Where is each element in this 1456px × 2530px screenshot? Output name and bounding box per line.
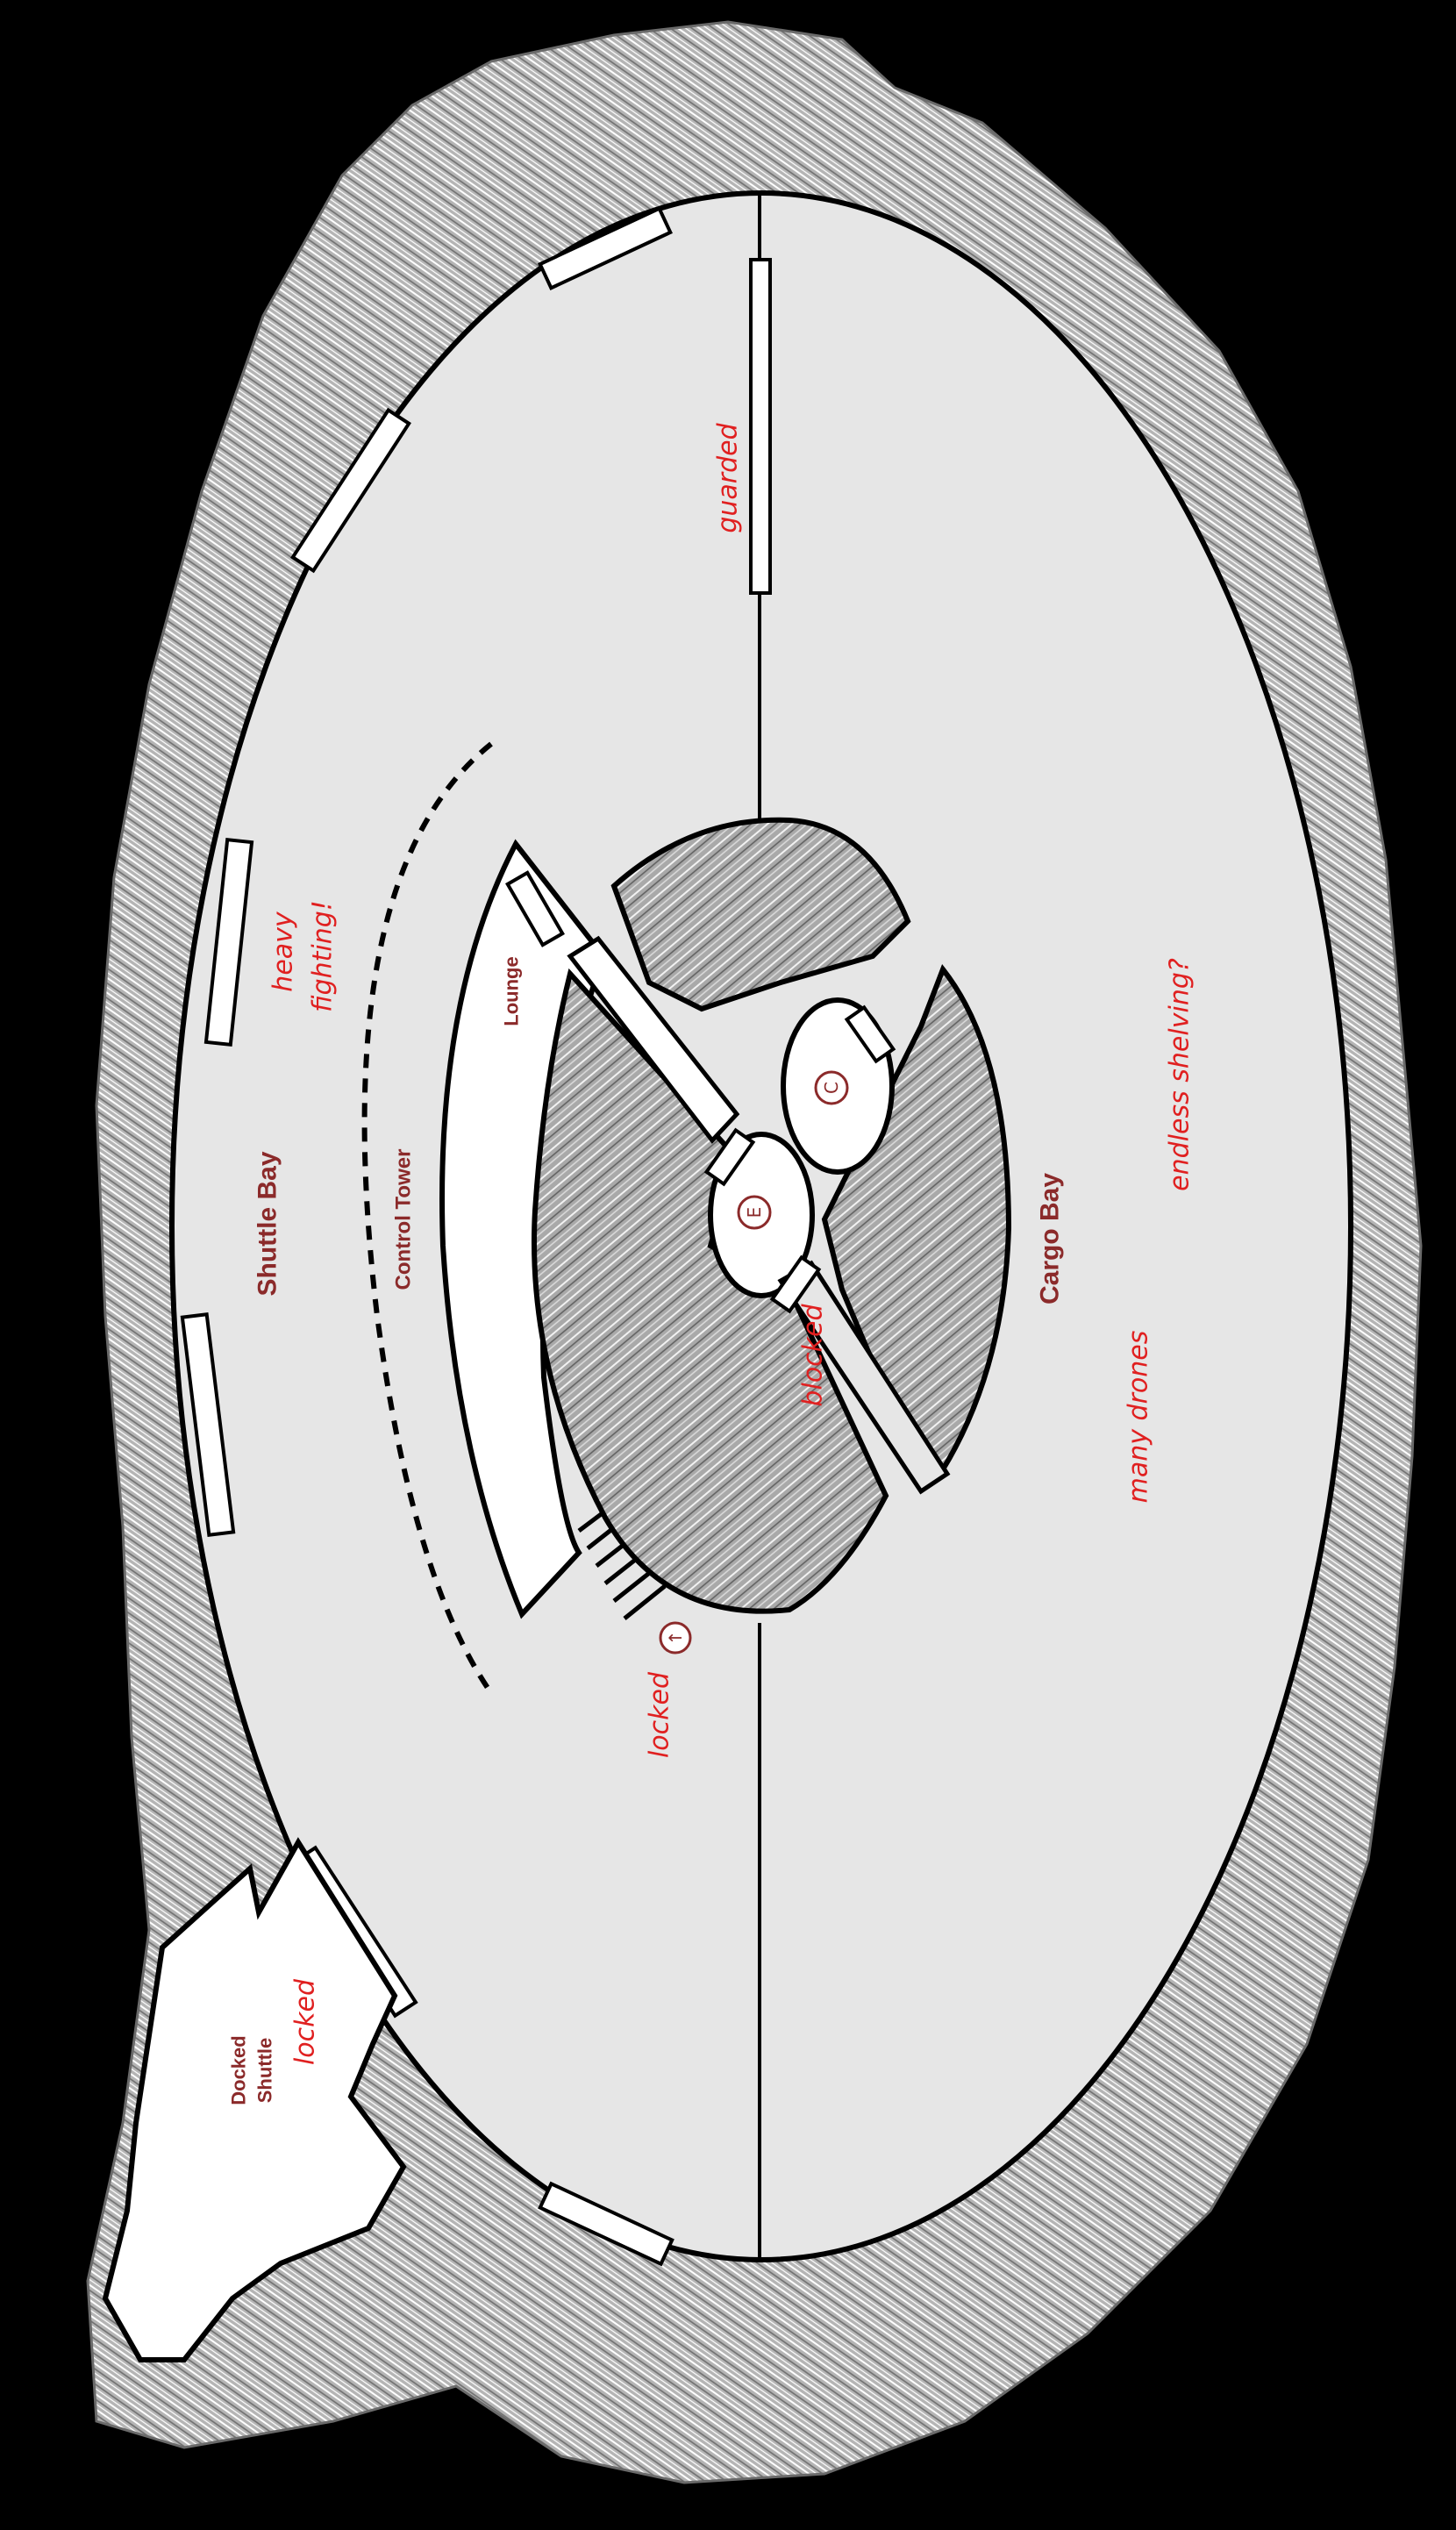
hub-right	[821, 964, 1012, 1475]
hub-top	[610, 817, 911, 1012]
heavy-fighting-note-line2: fighting!	[308, 900, 339, 1012]
heavy-fighting-note-line1: heavy	[268, 911, 299, 992]
elevator-door	[703, 1127, 756, 1187]
stairs-up-marker	[659, 1621, 692, 1655]
blocked-note: blocked	[798, 1303, 829, 1406]
control-tower-boundary	[361, 741, 494, 1695]
elevator-marker	[737, 1195, 772, 1230]
lounge-label: Lounge	[501, 956, 523, 1026]
docked-shuttle	[102, 1837, 407, 2362]
stairs-up-arrow: ↑	[665, 1631, 686, 1646]
guarded-door	[749, 258, 772, 595]
docked-shuttle-label-line1: Docked	[228, 2035, 250, 2105]
lounge-door	[505, 870, 565, 947]
blocked-door	[769, 1254, 822, 1314]
shuttle-bay-label: Shuttle Bay	[253, 1151, 282, 1296]
center-marker	[814, 1070, 849, 1105]
endless-shelving-note: endless shelving?	[1165, 958, 1195, 1191]
center-marker-letter: C	[821, 1082, 842, 1094]
cargo-bay-label: Cargo Bay	[1036, 1173, 1065, 1304]
corridor	[567, 935, 740, 1144]
elevator-marker-letter: E	[744, 1207, 765, 1219]
hub-crescent	[532, 968, 889, 1614]
locked-shuttle-note: locked	[290, 1978, 321, 2065]
center-door	[844, 1004, 896, 1064]
guarded-note: guarded	[713, 422, 744, 532]
locked-stairs-note: locked	[645, 1671, 675, 1758]
many-drones-note: many drones	[1124, 1331, 1154, 1504]
docked-shuttle-label-line2: Shuttle	[254, 2038, 276, 2104]
control-tower-label: Control Tower	[392, 1149, 416, 1290]
